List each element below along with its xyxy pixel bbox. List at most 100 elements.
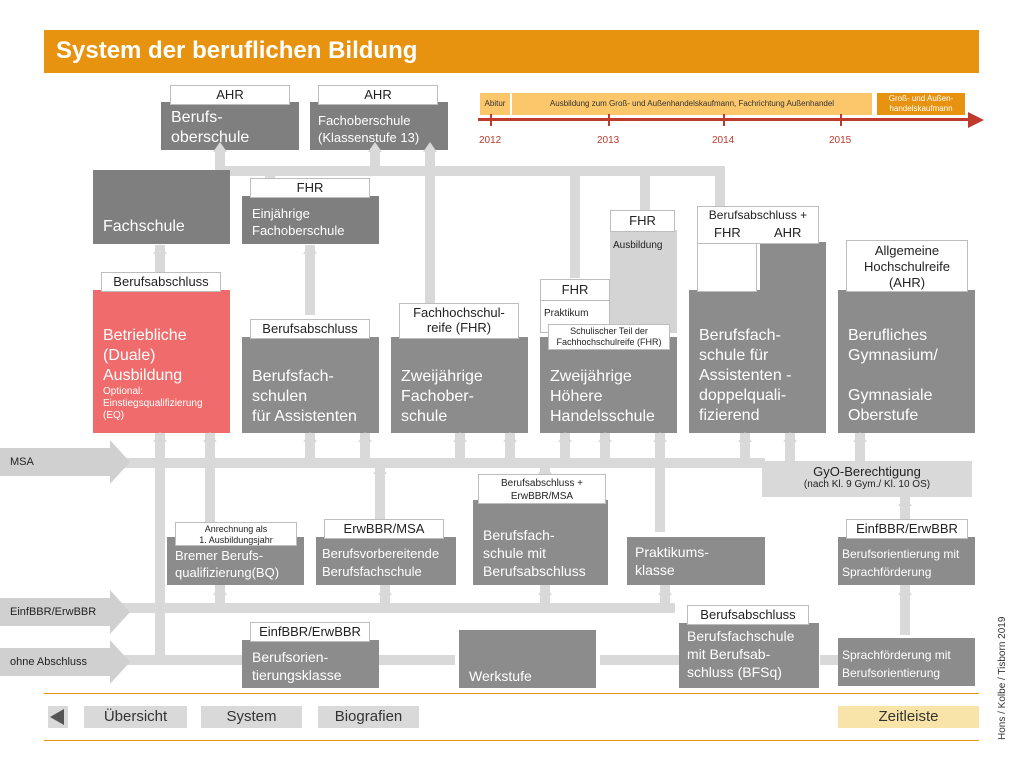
page-title: System der beruflichen Bildung bbox=[56, 37, 418, 64]
pipe bbox=[215, 585, 225, 613]
einjaehrige-fos-box[interactable]: Einjährige Fachoberschule bbox=[242, 196, 379, 244]
ohne-abschluss-arrow: ohne Abschluss bbox=[0, 648, 110, 676]
praktikumsklasse-box[interactable]: Praktikums- klasse bbox=[627, 537, 765, 585]
anrechnung-label: Anrechnung als 1. Ausbildungsjahr bbox=[175, 522, 297, 546]
arrow-up-icon bbox=[598, 432, 612, 442]
bfs-mit-berufsabschluss-box[interactable]: Berufsfach- schule mit Berufsabschluss bbox=[473, 500, 608, 585]
timeline-year: 2015 bbox=[829, 135, 852, 146]
title-bar: System der beruflichen Bildung bbox=[44, 30, 979, 73]
pipe bbox=[505, 432, 515, 464]
pipe bbox=[205, 432, 215, 522]
allgemeine-hochschulreife-label: Allgemeine Hochschulreife (AHR) bbox=[846, 240, 968, 292]
timeline-kaufmann: Groß- und Außen- handelskaufmann bbox=[877, 93, 965, 115]
arrow-up-icon bbox=[358, 432, 372, 442]
timeline-year: 2013 bbox=[597, 135, 620, 146]
pipe bbox=[105, 458, 765, 468]
zweijaehrige-fos-box[interactable]: Zweijährige Fachober- schule bbox=[391, 337, 528, 433]
arrow-up-icon bbox=[653, 432, 667, 442]
pipe bbox=[370, 150, 380, 176]
duale-ausbildung-box[interactable]: Betriebliche (Duale) Ausbildung Optional… bbox=[93, 290, 230, 433]
fhr-ahr-stepped-box bbox=[760, 242, 826, 292]
werkstufe-box[interactable]: Werkstufe bbox=[459, 630, 596, 688]
bo-klasse-box[interactable]: Berufsorien- tierungsklasse bbox=[242, 640, 379, 688]
credit-text: Hons / Kolbe / Tisborn 2019 bbox=[997, 616, 1008, 740]
fhr-label: FHR bbox=[250, 178, 370, 198]
pipe bbox=[785, 432, 795, 464]
ahr-label: AHR bbox=[318, 85, 438, 105]
fhr-text: FHR bbox=[714, 224, 741, 240]
timeline-arrow-icon bbox=[968, 112, 984, 128]
berufsabschluss-label: Berufsabschluss bbox=[101, 272, 221, 292]
berufliches-gymnasium-box[interactable]: Berufliches Gymnasium/ Gymnasiale Oberst… bbox=[838, 290, 975, 433]
pipe bbox=[105, 655, 245, 665]
pipe bbox=[380, 585, 390, 613]
pipe bbox=[715, 166, 725, 206]
timeline-year: 2014 bbox=[712, 135, 735, 146]
gyo-sub: (nach Kl. 9 Gym./ Kl. 10 OS) bbox=[803, 479, 931, 490]
arrow-up-icon bbox=[263, 166, 277, 176]
pipe bbox=[215, 150, 225, 176]
berufsoberschule-box[interactable]: Berufs- oberschule bbox=[161, 102, 299, 150]
pipe bbox=[540, 585, 550, 613]
timeline-tick bbox=[490, 114, 492, 126]
berufsabschluss-label: Berufsabschluss bbox=[687, 605, 809, 625]
msa-arrow: MSA bbox=[0, 448, 110, 476]
arrow-up-icon bbox=[898, 585, 912, 595]
arrow-up-icon bbox=[423, 142, 437, 152]
arrow-up-icon bbox=[303, 244, 317, 254]
arrow-up-icon bbox=[898, 496, 912, 506]
berufsabschluss-fhr-ahr-label: Berufsabschluss + FHR AHR bbox=[697, 206, 819, 244]
arrow-up-icon bbox=[153, 432, 167, 442]
nav-system-button[interactable]: System bbox=[201, 706, 302, 728]
pipe bbox=[215, 166, 575, 176]
pipe bbox=[455, 432, 465, 464]
arrow-up-icon bbox=[303, 432, 317, 442]
timeline-year: 2012 bbox=[479, 135, 502, 146]
pipe bbox=[600, 432, 610, 464]
pipe bbox=[305, 432, 315, 464]
duale-title: Betriebliche (Duale) Ausbildung bbox=[103, 327, 187, 384]
sprachfoerderung-bo-box[interactable]: Sprachförderung mit Berufsorientierung bbox=[838, 638, 975, 686]
timeline-tick bbox=[840, 114, 842, 126]
nav-uebersicht-button[interactable]: Übersicht bbox=[84, 706, 187, 728]
fachschule-box[interactable]: Fachschule bbox=[93, 170, 230, 244]
pipe bbox=[360, 432, 370, 464]
arrow-up-icon bbox=[658, 585, 672, 595]
pipe bbox=[600, 655, 685, 665]
gyo-title: GyO-Berechtigung bbox=[813, 464, 921, 479]
fhr-label: FHR bbox=[540, 279, 610, 301]
footer-line bbox=[44, 740, 979, 741]
pipe bbox=[305, 245, 315, 315]
footer-line bbox=[44, 693, 979, 694]
arrow-up-icon bbox=[373, 464, 387, 474]
timeline-tick bbox=[723, 114, 725, 126]
arrow-up-icon bbox=[203, 432, 217, 442]
ahr-label: AHR bbox=[170, 85, 290, 105]
nav-zeitleiste-button[interactable]: Zeitleiste bbox=[838, 706, 979, 728]
timeline-line bbox=[478, 118, 972, 121]
pipe bbox=[155, 432, 165, 662]
pipe bbox=[425, 150, 435, 310]
bo-sprachfoerderung-box[interactable]: Berufsorientierung mit Sprachförderung bbox=[838, 537, 975, 585]
arrow-up-icon bbox=[213, 142, 227, 152]
einf-erw-arrow-tip bbox=[110, 590, 130, 634]
pipe bbox=[570, 166, 580, 278]
bfs-assistenten-box[interactable]: Berufsfach- schulen für Assistenten bbox=[242, 337, 379, 433]
pipe bbox=[900, 496, 910, 520]
hoehere-handelsschule-box[interactable]: Zweijährige Höhere Handelsschule bbox=[540, 337, 677, 433]
ausbildung-small-box[interactable]: Ausbildung bbox=[610, 230, 677, 333]
bfs-doppelqualifizierend-box[interactable]: Berufsfach- schule für Assistenten - dop… bbox=[689, 290, 826, 433]
pipe bbox=[900, 585, 910, 635]
pipe bbox=[660, 585, 670, 613]
bfsq-box[interactable]: Berufsfachschule mit Berufsab- schluss (… bbox=[679, 623, 819, 688]
timeline-abitur: Abitur bbox=[480, 93, 510, 115]
schulischer-teil-label: Schulischer Teil der Fachhochschulreife … bbox=[548, 324, 670, 350]
nav-biografien-button[interactable]: Biografien bbox=[318, 706, 419, 728]
back-arrow-icon[interactable] bbox=[48, 706, 68, 728]
arrow-up-icon bbox=[153, 244, 167, 254]
gyo-berechtigung-box: GyO-Berechtigung (nach Kl. 9 Gym./ Kl. 1… bbox=[762, 461, 972, 497]
einf-erw-arrow: EinfBBR/ErwBBR bbox=[0, 598, 110, 626]
berufsvorbereitende-bfs-box[interactable]: Berufsvorbereitende Berufsfachschule bbox=[316, 537, 456, 585]
erwbbr-msa-label: ErwBBR/MSA bbox=[324, 519, 444, 539]
pipe bbox=[375, 464, 385, 524]
